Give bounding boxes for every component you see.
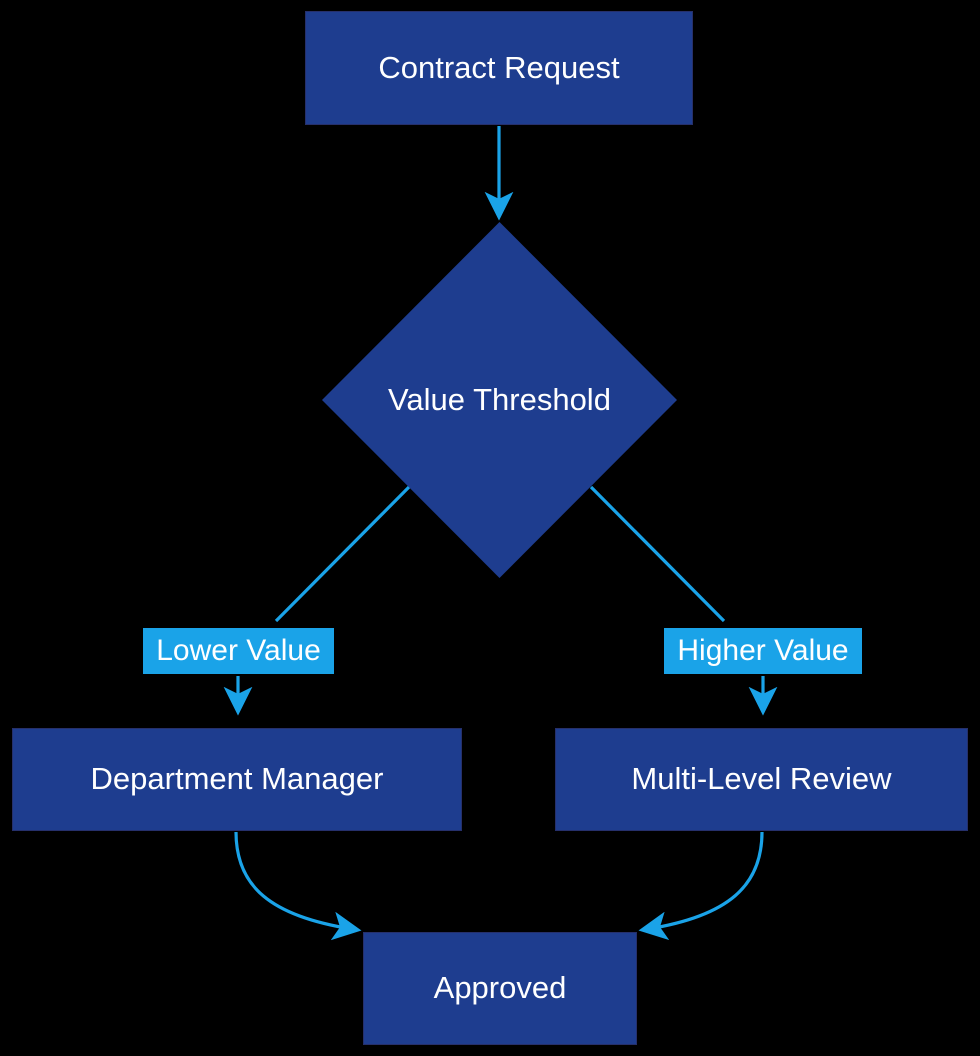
- node-multi-level-review[interactable]: Multi-Level Review: [555, 728, 968, 831]
- edge-department-manager-to-approved: [234, 831, 362, 941]
- node-contract-request-label: Contract Request: [378, 49, 620, 85]
- node-value-threshold-label: Value Threshold: [388, 382, 611, 417]
- node-department-manager-label: Department Manager: [90, 761, 384, 797]
- node-approved[interactable]: Approved: [363, 932, 637, 1045]
- edge-label-lower-value: Lower Value: [143, 628, 334, 674]
- edge-label-higher-value-text: Higher Value: [677, 634, 849, 667]
- node-multi-level-review-label: Multi-Level Review: [631, 761, 892, 797]
- node-department-manager[interactable]: Department Manager: [12, 728, 462, 831]
- edge-multi-level-review-to-approved: [638, 831, 764, 941]
- node-value-threshold-label-wrap: Value Threshold: [322, 222, 677, 578]
- edge-label-lower-value-text: Lower Value: [156, 634, 321, 667]
- node-approved-label: Approved: [433, 970, 567, 1006]
- edge-label-higher-value: Higher Value: [664, 628, 862, 674]
- node-contract-request[interactable]: Contract Request: [305, 11, 693, 125]
- node-value-threshold[interactable]: Value Threshold: [322, 222, 677, 578]
